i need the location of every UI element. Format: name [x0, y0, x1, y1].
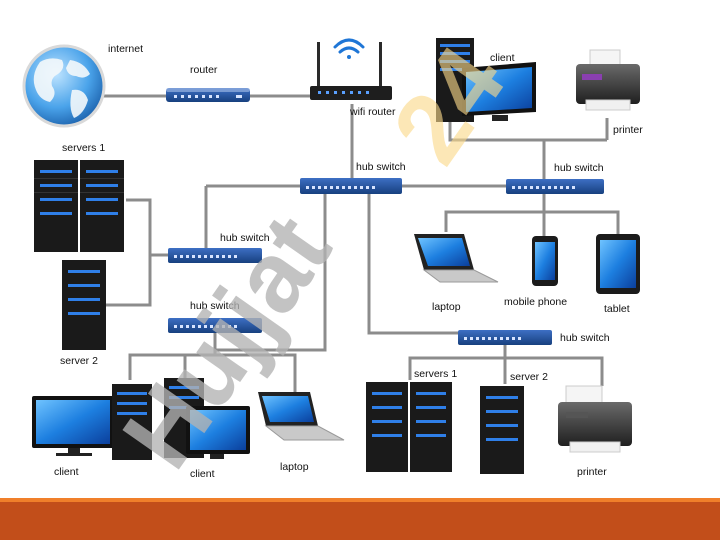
label-hub-center: hub switch	[356, 161, 406, 173]
hub-switch-right-low	[458, 330, 552, 345]
hub-switch-center	[300, 178, 402, 194]
mobile-phone-device	[532, 236, 558, 286]
wifi-signal-icon	[333, 38, 365, 59]
laptop-bottom-device	[258, 392, 345, 441]
label-client-bl2: client	[190, 468, 215, 480]
label-mobile-phone: mobile phone	[504, 296, 567, 308]
label-hub-right-top: hub switch	[554, 162, 604, 174]
hub-switch-left-mid	[168, 248, 262, 263]
hub-switch-left-low	[168, 318, 262, 333]
label-hub-right-low: hub switch	[560, 332, 610, 344]
label-router: router	[190, 64, 218, 76]
label-hub-left-mid: hub switch	[220, 232, 270, 244]
label-client-bl1: client	[54, 466, 79, 478]
label-laptop-bottom: laptop	[280, 461, 309, 473]
label-servers-1-left: servers 1	[62, 142, 105, 154]
client-top-device	[436, 38, 536, 122]
label-internet: internet	[108, 43, 143, 55]
label-laptop-mid: laptop	[432, 301, 461, 313]
label-tablet: tablet	[604, 303, 630, 315]
tablet-device	[596, 234, 640, 294]
servers-1-bottom-device	[366, 382, 452, 472]
client-bottom-left-1-device	[32, 384, 152, 460]
watermark-text-right: 24	[371, 27, 527, 183]
client-bottom-left-2-device	[164, 378, 250, 459]
label-servers-1-bottom: servers 1	[414, 368, 457, 380]
router-device	[166, 88, 250, 102]
internet-globe-icon	[22, 44, 106, 128]
laptop-mid-device	[414, 234, 499, 283]
printer-top-device	[576, 49, 640, 111]
wifi-router-device	[310, 42, 392, 100]
footer-bar	[0, 502, 720, 540]
label-printer-top: printer	[613, 124, 643, 136]
label-printer-bottom: printer	[577, 466, 607, 478]
server-2-bottom-device	[480, 386, 524, 474]
label-wifi-router: wifi router	[349, 106, 396, 118]
label-server-2-bottom: server 2	[510, 371, 548, 383]
hub-switch-right-top	[506, 179, 604, 194]
footer-accent-line	[0, 498, 720, 502]
label-hub-left-low: hub switch	[190, 300, 240, 312]
server-2-left-device	[62, 260, 106, 350]
label-client-top: client	[490, 52, 515, 64]
printer-bottom-device	[558, 385, 632, 453]
servers-1-left-device	[34, 160, 124, 252]
cables	[100, 94, 620, 392]
label-server-2-left: server 2	[60, 355, 98, 367]
